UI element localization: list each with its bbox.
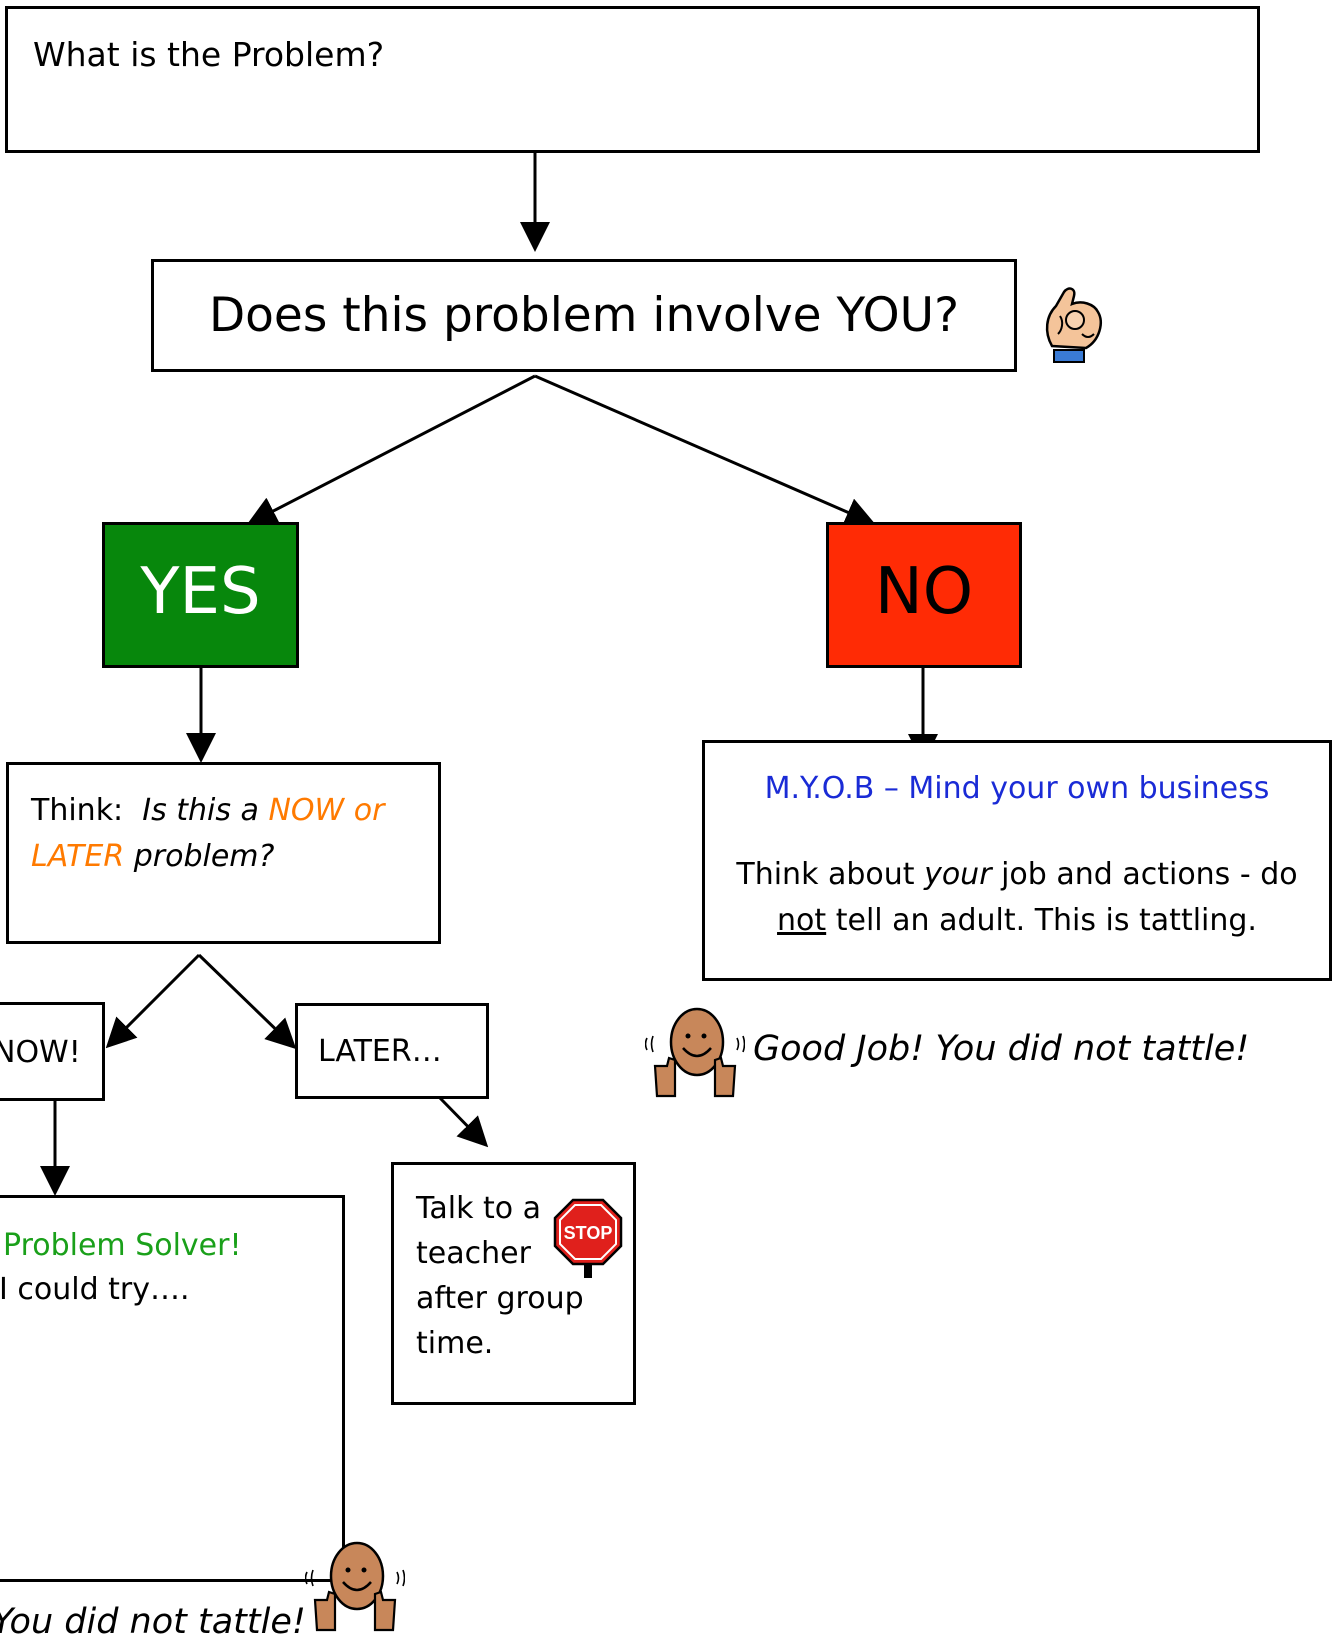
think-question: Is this a	[142, 793, 259, 828]
think-line-1: Think: Is this a NOW or	[31, 793, 384, 828]
talk-box: Talk to a teacher after group time.	[391, 1162, 636, 1405]
talk-line-4: time.	[416, 1326, 494, 1361]
arrow-think-to-later	[197, 953, 297, 1050]
stop-sign-icon: STOP	[553, 1198, 623, 1278]
myob-box: M.Y.O.B – Mind your own business Think a…	[702, 740, 1332, 981]
problem-solver-title: Problem Solver!	[3, 1228, 242, 1263]
think-line-2: LATER problem?	[31, 839, 274, 874]
no-box: NO	[826, 522, 1022, 668]
no-box-text: NO	[874, 555, 974, 629]
myob-job-actions: job and actions - do	[1001, 857, 1298, 892]
myob-not: not	[777, 903, 827, 938]
thumbs-up-person-icon	[305, 1541, 405, 1632]
arrow-question-to-yes	[246, 374, 536, 525]
talk-line-2: teacher	[416, 1236, 531, 1271]
problem-solver-line-2: I could try….	[0, 1272, 190, 1307]
good-job-bottom-text: You did not tattle!	[0, 1602, 306, 1642]
now-box-text: NOW!	[0, 1035, 81, 1070]
think-prefix: Think:	[31, 793, 124, 828]
think-later: LATER	[31, 839, 125, 874]
talk-line-1: Talk to a	[416, 1191, 542, 1226]
problem-solver-box: Problem Solver! I could try….	[0, 1195, 345, 1582]
later-box-text: LATER…	[318, 1034, 442, 1069]
now-box: NOW!	[0, 1002, 105, 1101]
talk-line-3: after group	[416, 1281, 584, 1316]
arrow-think-to-now	[105, 953, 201, 1049]
arrow-later-to-talk	[438, 1096, 489, 1148]
later-box: LATER…	[295, 1003, 489, 1099]
myob-line-2: not tell an adult. This is tattling.	[705, 903, 1329, 938]
problem-box: What is the Problem?	[5, 6, 1260, 153]
think-box: Think: Is this a NOW or LATER problem?	[6, 762, 441, 944]
yes-box: YES	[102, 522, 299, 668]
myob-line-1: Think about your job and actions - do	[705, 857, 1329, 892]
question-box-text: Does this problem involve YOU?	[208, 288, 960, 343]
think-problem: problem?	[133, 839, 275, 874]
pointing-hand-icon	[1045, 287, 1102, 363]
myob-title: M.Y.O.B – Mind your own business	[764, 771, 1270, 806]
myob-think-about: Think about	[736, 857, 915, 892]
good-job-right-text: Good Job! You did not tattle!	[753, 1029, 1250, 1069]
problem-box-text: What is the Problem?	[33, 35, 385, 74]
myob-tell-adult: tell an adult. This is tattling.	[835, 903, 1257, 938]
thumbs-up-person-icon	[645, 1007, 745, 1098]
stop-sign-text: STOP	[564, 1223, 613, 1243]
yes-box-text: YES	[140, 555, 261, 629]
think-now-or: NOW or	[268, 793, 385, 828]
myob-your: your	[924, 857, 992, 892]
arrow-question-to-no	[534, 374, 876, 527]
question-box: Does this problem involve YOU?	[151, 259, 1017, 372]
